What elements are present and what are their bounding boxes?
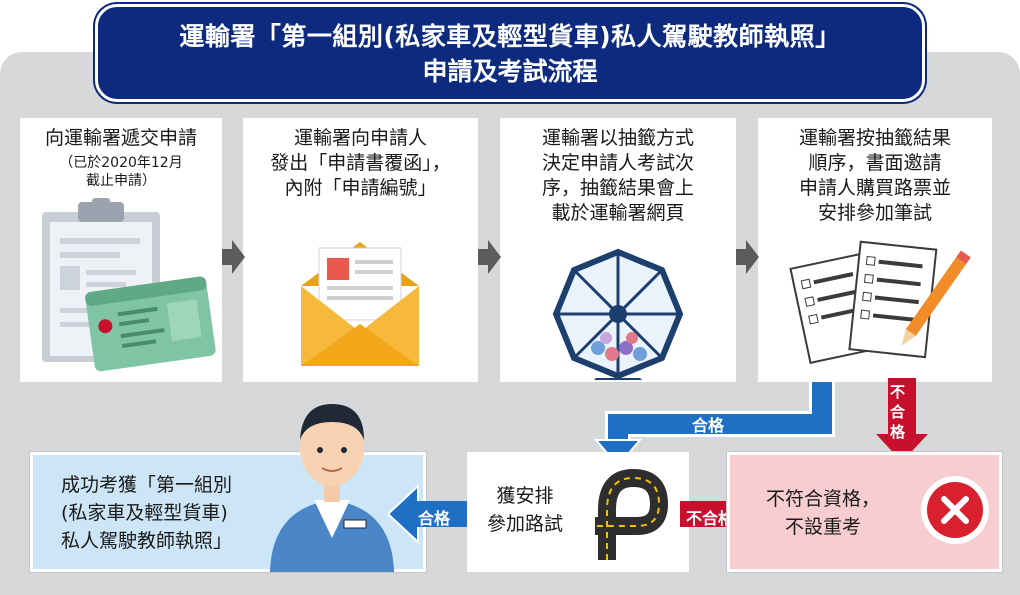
fail-box: 不符合資格， 不設重考 <box>727 452 1002 572</box>
road-test-line: 參加路試 <box>487 513 564 535</box>
instructor-person-icon <box>270 404 394 572</box>
step-card-3: 運輸署以抽籤方式 決定申請人考試次 序，抽籤結果會上 載於運輸署網頁 <box>500 118 736 382</box>
step-4-line: 運輸署按抽籤結果 <box>798 127 951 149</box>
step-3-line: 決定申請人考試次 <box>541 152 694 174</box>
title-line-2: 申請及考試流程 <box>422 57 598 86</box>
fail-line: 不符合資格， <box>766 488 881 510</box>
step-2-line: 內附「申請編號」 <box>284 177 437 199</box>
road-test-box: 獲安排 參加路試 <box>467 452 689 572</box>
step-1-sub-line: （已於2020年12月 <box>59 155 183 171</box>
success-line: 成功考獲「第一組別 <box>61 474 233 496</box>
step-4-line: 順序，書面邀請 <box>808 152 942 174</box>
step-3-line: 載於運輸署網頁 <box>551 202 685 224</box>
fail-arrow-down-icon <box>876 378 928 462</box>
clipboard-id-card-icon <box>42 198 216 372</box>
road-test-line: 獲安排 <box>496 485 554 507</box>
step-card-2: 運輸署向申請人 發出「申請書覆函」， 內附「申請編號」 <box>243 118 478 382</box>
step-card-4: 運輸署按抽籤結果 順序，書面邀請 申請人購買路票並 安排參加筆試 <box>758 118 992 382</box>
envelope-letter-icon <box>301 242 419 366</box>
success-line: 私人駕駛教師執照」 <box>61 530 233 552</box>
title-line-1: 運輸署「第一組別(私家車及輕型貨車)私人駕駛教師執照」 <box>179 22 841 51</box>
step-card-1: 向運輸署遞交申請 （已於2020年12月 截止申請） <box>20 118 222 382</box>
step-1-line: 向運輸署遞交申請 <box>44 127 197 149</box>
test-papers-pencil-icon <box>789 240 971 364</box>
title-banner: 運輸署「第一組別(私家車及輕型貨車)私人駕駛教師執照」 申請及考試流程 <box>95 4 925 102</box>
step-2-line: 發出「申請書覆函」， <box>270 152 451 174</box>
step-2-line: 運輸署向申請人 <box>293 127 427 149</box>
fail-label-vertical: 不合格 <box>890 383 906 441</box>
pass-arrow-left-icon <box>388 484 468 544</box>
road-loop-icon <box>595 466 671 560</box>
step-4-line: 申請人購買路票並 <box>798 177 951 199</box>
arrow-right-icon <box>222 240 245 274</box>
success-line: (私家車及輕型貨車) <box>61 502 228 524</box>
reject-x-icon <box>921 476 989 544</box>
step-3-line: 運輸署以抽籤方式 <box>541 127 694 149</box>
pass-label-left: 合格 <box>418 509 451 528</box>
fail-line: 不設重考 <box>785 516 862 538</box>
step-3-line: 序，抽籤結果會上 <box>541 177 694 199</box>
fail-label-right: 不合格 <box>686 509 735 528</box>
lottery-drum-icon <box>552 248 684 380</box>
step-4-line: 安排參加筆試 <box>817 202 932 224</box>
arrow-right-icon <box>478 240 501 274</box>
step-1-sub-line: 截止申請） <box>86 173 156 189</box>
arrow-right-icon <box>736 240 759 274</box>
pass-label: 合格 <box>692 416 725 435</box>
